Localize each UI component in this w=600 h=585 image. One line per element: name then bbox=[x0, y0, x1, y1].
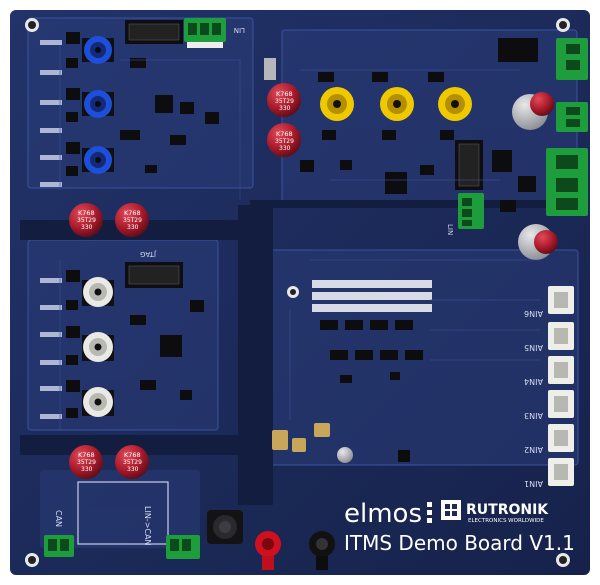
banana-socket-red bbox=[255, 531, 281, 570]
jtag-header bbox=[125, 262, 183, 288]
svg-text:K768: K768 bbox=[276, 90, 293, 98]
ain-labels: AIN6 AIN5 AIN4 AIN3 AIN2 AIN1 bbox=[524, 309, 543, 488]
svg-text:K768: K768 bbox=[124, 209, 141, 217]
rca-jack-white-1 bbox=[82, 277, 114, 307]
svg-text:35T29: 35T29 bbox=[275, 98, 294, 105]
capacitor-top-2: K768 35T29 330 bbox=[267, 123, 301, 157]
rca-jack-yellow-1 bbox=[320, 87, 354, 121]
svg-text:35T29: 35T29 bbox=[275, 138, 294, 145]
svg-text:K768: K768 bbox=[78, 451, 95, 459]
silk-lin-top: LIN bbox=[234, 26, 245, 34]
svg-text:35T29: 35T29 bbox=[77, 459, 96, 466]
mounting-holes bbox=[25, 18, 570, 567]
can-module-outline bbox=[77, 481, 169, 545]
pin-header-right-center bbox=[455, 140, 483, 190]
white-jacks bbox=[82, 277, 114, 417]
svg-text:K768: K768 bbox=[124, 451, 141, 459]
ic-cluster-mid-left bbox=[66, 270, 204, 418]
silk-lin-can: LIN->CAN bbox=[143, 506, 152, 545]
board-title: ITMS Demo Board V1.1 bbox=[344, 531, 575, 555]
power-inductor bbox=[207, 510, 243, 544]
brand-elmos: elmos bbox=[344, 499, 422, 529]
terminal-right-top bbox=[556, 38, 588, 80]
ic-cluster-top-center bbox=[300, 72, 454, 194]
silk-jtag: JTAG bbox=[140, 250, 157, 258]
rca-jack-blue-1 bbox=[82, 36, 114, 64]
traces bbox=[59, 45, 540, 430]
silk-can: CAN bbox=[54, 510, 63, 527]
resistor-array bbox=[312, 280, 432, 312]
ain-connector-slots bbox=[554, 292, 568, 480]
svg-text:330: 330 bbox=[81, 224, 93, 231]
svg-text:K768: K768 bbox=[276, 130, 293, 138]
svg-text:330: 330 bbox=[279, 145, 291, 152]
terminal-right-mid bbox=[556, 102, 588, 132]
brand-tagline: ELECTRONICS WORLDWIDE bbox=[468, 518, 544, 524]
yellow-jacks bbox=[320, 87, 472, 121]
silk-lin-right: LIN bbox=[446, 224, 454, 235]
silk-ain2: AIN2 bbox=[524, 445, 543, 454]
silk-ain6: AIN6 bbox=[524, 309, 543, 318]
blue-jacks bbox=[82, 36, 114, 174]
capacitor-mid-left-2: K768 35T29 330 bbox=[115, 203, 149, 237]
elmos-logo-dots bbox=[427, 502, 432, 523]
terminal-lin-bottom bbox=[166, 535, 200, 559]
svg-text:330: 330 bbox=[127, 224, 139, 231]
banana-socket-black bbox=[309, 531, 335, 570]
svg-text:330: 330 bbox=[279, 105, 291, 112]
capacitor-right-1 bbox=[512, 92, 554, 130]
terminal-can bbox=[44, 535, 74, 557]
capacitor-low-left-2: K768 35T29 330 bbox=[115, 445, 149, 479]
rca-jack-blue-2 bbox=[82, 90, 114, 118]
svg-text:35T29: 35T29 bbox=[77, 217, 96, 224]
rca-jack-yellow-3 bbox=[438, 87, 472, 121]
ic-cluster-center bbox=[320, 320, 423, 462]
svg-text:35T29: 35T29 bbox=[123, 217, 142, 224]
svg-text:K768: K768 bbox=[78, 209, 95, 217]
capacitor-low-left-1: K768 35T29 330 bbox=[69, 445, 103, 479]
svg-text:35T29: 35T29 bbox=[123, 459, 142, 466]
terminal-lin-right bbox=[458, 193, 484, 229]
silk-ain1: AIN1 bbox=[524, 479, 543, 488]
rca-jack-white-3 bbox=[82, 387, 114, 417]
svg-text:330: 330 bbox=[81, 466, 93, 473]
ic-cluster-top-right bbox=[492, 38, 538, 212]
svg-text:330: 330 bbox=[127, 466, 139, 473]
silk-blocks-top-left bbox=[40, 40, 62, 187]
brand-area: elmos RUTRONIK ELECTRONICS WORLDWIDE ITM… bbox=[344, 499, 575, 555]
capacitor-small-grey bbox=[337, 447, 353, 463]
terminal-right-big bbox=[546, 148, 588, 216]
ic-cluster-top-left bbox=[66, 32, 219, 176]
silk-ain3: AIN3 bbox=[524, 411, 543, 420]
rca-jack-blue-3 bbox=[82, 146, 114, 174]
capacitor-right-2 bbox=[518, 224, 558, 260]
terminal-lin-top bbox=[184, 18, 226, 48]
silk-blocks-mid-left bbox=[40, 278, 62, 419]
top-pin-header bbox=[125, 20, 183, 44]
brand-rutronik: RUTRONIK bbox=[466, 502, 549, 518]
rca-jack-yellow-2 bbox=[380, 87, 414, 121]
silk-ain5: AIN5 bbox=[524, 343, 543, 352]
rutronik-logo-icon bbox=[441, 500, 461, 520]
capacitors-small-gold bbox=[272, 423, 330, 452]
capacitor-mid-left-1: K768 35T29 330 bbox=[69, 203, 103, 237]
rca-jack-white-2 bbox=[82, 332, 114, 362]
silk-ain4: AIN4 bbox=[524, 377, 543, 386]
capacitor-top-1: K768 35T29 330 bbox=[264, 58, 301, 117]
